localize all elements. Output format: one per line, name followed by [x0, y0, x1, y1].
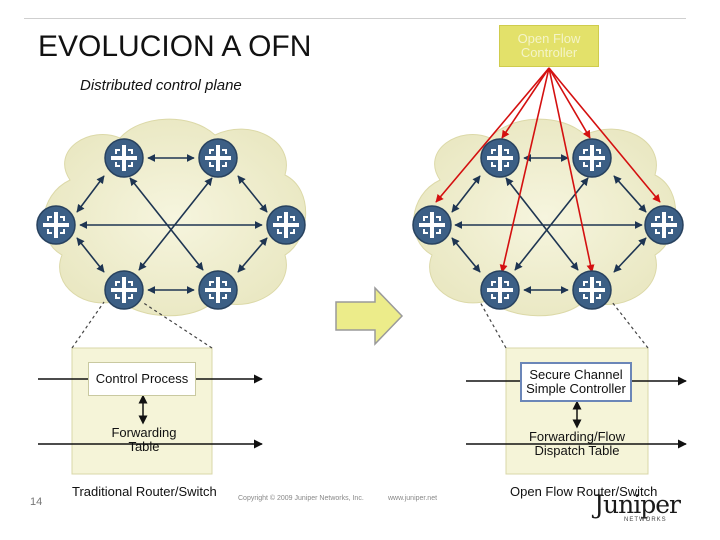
slide-number: 14 [30, 496, 43, 508]
dispatch-table-label: Forwarding/Flow Dispatch Table [518, 424, 636, 464]
left-cloud [43, 118, 307, 317]
router-icon [36, 205, 76, 245]
website-text: www.juniper.net [388, 495, 438, 502]
router-icon [572, 270, 612, 310]
router-icon [266, 205, 306, 245]
slide-subtitle: Distributed control plane [80, 77, 242, 94]
controller-label-line2: Controller [520, 45, 578, 60]
dispatch-table-line2: Dispatch Table [534, 443, 620, 458]
router-icon [412, 205, 452, 245]
controller-links [435, 67, 661, 273]
dispatch-table-line1: Forwarding/Flow [528, 429, 626, 444]
juniper-logo: Juniper NETWORKS [594, 492, 686, 526]
copyright-text: Copyright © 2009 Juniper Networks, Inc. [238, 495, 364, 502]
openflow-controller-box: Open Flow Controller [499, 25, 599, 67]
logo-subtext: NETWORKS [624, 517, 667, 523]
openflow-router-caption: Open Flow Router/Switch [510, 484, 658, 499]
router-icon [572, 138, 612, 178]
logo-wordmark: Juniper [594, 490, 681, 519]
secure-channel-box: Secure Channel Simple Controller [520, 362, 632, 402]
transition-arrow-icon [335, 286, 404, 346]
left-network-links [76, 154, 268, 294]
secure-channel-line1: Secure Channel [529, 367, 623, 382]
router-icon [480, 270, 520, 310]
slide-title: EVOLUCION A OFN [38, 30, 312, 63]
router-icon [644, 205, 684, 245]
control-process-label: Control Process [95, 371, 189, 386]
router-icon [480, 138, 520, 178]
secure-channel-line2: Simple Controller [526, 381, 626, 396]
controller-label-line1: Open Flow [517, 31, 581, 46]
forwarding-table-line1: Forwarding [111, 425, 177, 440]
router-icon [198, 270, 238, 310]
forwarding-table-line2: Table [128, 439, 160, 454]
forwarding-table-label: Forwarding Table [88, 422, 200, 458]
control-process-box: Control Process [88, 362, 196, 396]
router-icon [104, 270, 144, 310]
right-cloud [413, 118, 677, 317]
router-icon [104, 138, 144, 178]
right-network-links [451, 154, 647, 294]
traditional-router-caption: Traditional Router/Switch [72, 484, 217, 499]
top-rule [24, 18, 686, 19]
router-icon [198, 138, 238, 178]
